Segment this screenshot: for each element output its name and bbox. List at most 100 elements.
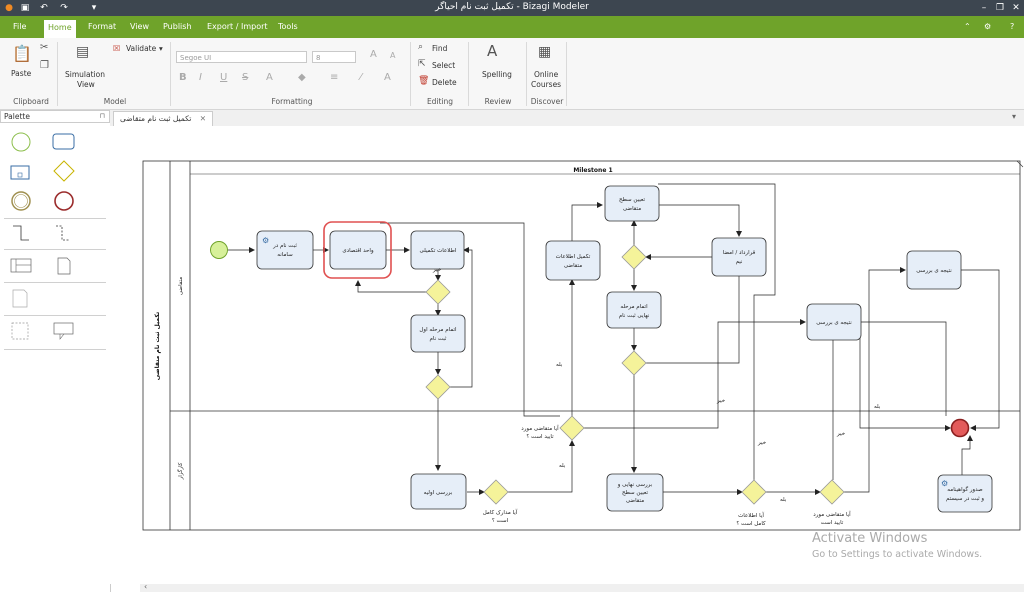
start-event-icon[interactable] bbox=[11, 132, 31, 152]
line-color-icon[interactable]: ⁄ bbox=[360, 72, 362, 83]
lane-icon[interactable] bbox=[10, 258, 32, 273]
online-courses-line2[interactable]: Courses bbox=[531, 80, 562, 89]
delete-icon[interactable]: 🗑 bbox=[418, 76, 430, 86]
quick-access-dropdown-icon[interactable]: ▾ bbox=[91, 3, 97, 13]
tab-format[interactable]: Format bbox=[88, 22, 117, 31]
delete-button[interactable]: Delete bbox=[432, 78, 457, 87]
tab-tools[interactable]: Tools bbox=[278, 22, 298, 31]
task-determine-level[interactable]: تعیین سطح متقاضی bbox=[604, 185, 660, 222]
tab-publish[interactable]: Publish bbox=[163, 22, 192, 31]
task-initial-review[interactable]: بررسی اولیه bbox=[410, 473, 467, 510]
gateway-after-level[interactable] bbox=[621, 244, 647, 270]
validate-button[interactable]: Validate bbox=[126, 44, 157, 53]
task-final-review[interactable]: بررسی نهایی و تعیین سطح متقاضی bbox=[606, 473, 664, 512]
end-event-icon[interactable] bbox=[54, 191, 74, 211]
svg-text:است ؟: است ؟ bbox=[492, 518, 509, 524]
document-tab[interactable]: تکمیل ثبت نام متقاضی ✕ bbox=[113, 111, 214, 126]
collapse-ribbon-icon[interactable]: ⌃ bbox=[964, 22, 971, 31]
data-object-icon[interactable] bbox=[57, 257, 71, 275]
gateway-info-complete[interactable]: آیا اطلاعات کامل است ؟ bbox=[736, 479, 767, 527]
gateway-docs-complete[interactable]: آیا مدارک کامل است ؟ bbox=[483, 479, 518, 524]
restore-icon[interactable]: ❐ bbox=[995, 3, 1005, 13]
online-courses-line1[interactable]: Online bbox=[534, 70, 559, 79]
font-size-combo[interactable]: 8 bbox=[312, 51, 356, 63]
annotation-icon[interactable] bbox=[53, 322, 74, 340]
italic-icon[interactable]: I bbox=[199, 72, 202, 83]
association-icon[interactable] bbox=[56, 225, 70, 241]
task-economic-unit[interactable]: واحد اقتصادی bbox=[329, 230, 387, 270]
bold-icon[interactable]: B bbox=[179, 72, 187, 83]
redo-icon[interactable]: ↷ bbox=[60, 3, 68, 13]
task-register[interactable]: ثبت نام در سامانه ⚙ bbox=[256, 230, 314, 270]
task-complete-applicant-info[interactable]: تکمیل اطلاعات متقاضی bbox=[545, 240, 601, 281]
gateway-after-final[interactable] bbox=[621, 350, 647, 376]
text-direction-icon[interactable]: A bbox=[384, 72, 391, 83]
task-review-result-1[interactable]: نتیجه ی بررسی bbox=[806, 303, 862, 341]
tab-home[interactable]: Home bbox=[44, 20, 76, 38]
end-event[interactable] bbox=[950, 418, 970, 438]
gateway-applicant-approved-2[interactable]: آیا متقاضی مورد تایید است bbox=[813, 479, 851, 526]
diagram-canvas[interactable]: تکمیل ثبت نام متقاضی متقاضی کارگزار Mile… bbox=[110, 126, 1024, 584]
select-button[interactable]: Select bbox=[432, 61, 456, 70]
task-finish-final[interactable]: اتمام مرحله نهایی ثبت نام bbox=[606, 291, 662, 329]
task-complementary-info[interactable]: اطلاعات تکمیلی bbox=[410, 230, 465, 270]
save-icon[interactable]: ▣ bbox=[20, 3, 30, 13]
group-editing: Editing bbox=[426, 97, 454, 106]
paste-button[interactable]: Paste bbox=[11, 69, 32, 78]
gateway-applicant-approved[interactable]: آیا متقاضی مورد تایید است ؟ bbox=[521, 415, 585, 441]
ribbon-separator bbox=[410, 42, 411, 106]
copy-icon[interactable]: ❐ bbox=[40, 60, 49, 71]
spelling-icon[interactable]: A bbox=[487, 42, 498, 60]
paste-icon[interactable]: 📋 bbox=[12, 44, 32, 63]
group-icon[interactable] bbox=[11, 322, 29, 340]
subprocess-icon[interactable] bbox=[10, 165, 30, 180]
find-icon[interactable]: ⌕ bbox=[418, 42, 424, 52]
select-icon[interactable]: ⇱ bbox=[418, 59, 426, 69]
simulation-view-line2[interactable]: View bbox=[77, 80, 95, 89]
close-icon[interactable]: ✕ bbox=[1012, 3, 1020, 13]
tab-export-import[interactable]: Export / Import bbox=[207, 22, 268, 31]
tab-file[interactable]: File bbox=[13, 22, 27, 31]
pool[interactable] bbox=[142, 160, 1024, 531]
tab-list-icon[interactable]: ▾ bbox=[1012, 112, 1017, 121]
fill-color-icon[interactable]: ◆ bbox=[298, 72, 306, 83]
start-event[interactable] bbox=[210, 241, 228, 259]
gateway-after-info[interactable] bbox=[425, 279, 451, 305]
help-icon[interactable]: ? bbox=[1010, 22, 1015, 31]
task-icon[interactable] bbox=[52, 133, 75, 150]
svg-text:بررسی نهایی و: بررسی نهایی و bbox=[617, 482, 653, 488]
task-review-result-2[interactable]: نتیجه ی بررسی bbox=[906, 250, 962, 290]
activate-windows-subtitle: Go to Settings to activate Windows. bbox=[812, 549, 983, 560]
online-courses-icon[interactable]: ▦ bbox=[538, 44, 552, 60]
artifact-icon[interactable] bbox=[12, 289, 28, 308]
gateway-after-stage1[interactable] bbox=[425, 374, 451, 400]
font-shrink-icon[interactable]: A bbox=[390, 51, 396, 60]
undo-icon[interactable]: ↶ bbox=[40, 3, 48, 13]
minimize-icon[interactable]: – bbox=[981, 3, 987, 13]
tab-close-icon[interactable]: ✕ bbox=[199, 114, 207, 123]
horizontal-scrollbar[interactable]: ‹ bbox=[140, 582, 1024, 592]
settings-icon[interactable]: ⚙ bbox=[984, 22, 992, 31]
intermediate-event-icon[interactable] bbox=[11, 191, 31, 211]
font-grow-icon[interactable]: A bbox=[370, 49, 377, 60]
underline-icon[interactable]: U bbox=[220, 72, 228, 83]
spelling-button[interactable]: Spelling bbox=[482, 70, 512, 79]
simulation-icon[interactable]: ▤ bbox=[76, 44, 90, 60]
task-finish-stage1[interactable]: اتمام مرحله اول ثبت نام bbox=[410, 314, 466, 353]
find-button[interactable]: Find bbox=[432, 44, 448, 53]
gateway-icon[interactable] bbox=[53, 160, 75, 182]
align-icon[interactable]: ≡ bbox=[330, 72, 339, 83]
cut-icon[interactable]: ✂ bbox=[40, 42, 49, 53]
font-name-combo[interactable]: Segoe UI bbox=[176, 51, 307, 63]
validate-icon[interactable]: ☒ bbox=[113, 44, 121, 53]
pin-icon[interactable]: ⊓ bbox=[99, 112, 105, 120]
tab-view[interactable]: View bbox=[130, 22, 149, 31]
sequence-flow-icon[interactable] bbox=[13, 225, 29, 241]
validate-dropdown-icon[interactable]: ▾ bbox=[159, 44, 163, 53]
task-contract-sign[interactable]: قرارداد / امضا نیم bbox=[711, 237, 767, 277]
font-color-icon[interactable]: A bbox=[266, 72, 273, 83]
scroll-left-icon[interactable]: ‹ bbox=[144, 582, 148, 591]
task-issue-certificate[interactable]: صدور گواهینامه و ثبت در سیستم ⚙ bbox=[937, 474, 993, 513]
strikethrough-icon[interactable]: S bbox=[242, 72, 249, 83]
simulation-view-line1[interactable]: Simulation bbox=[65, 70, 105, 79]
